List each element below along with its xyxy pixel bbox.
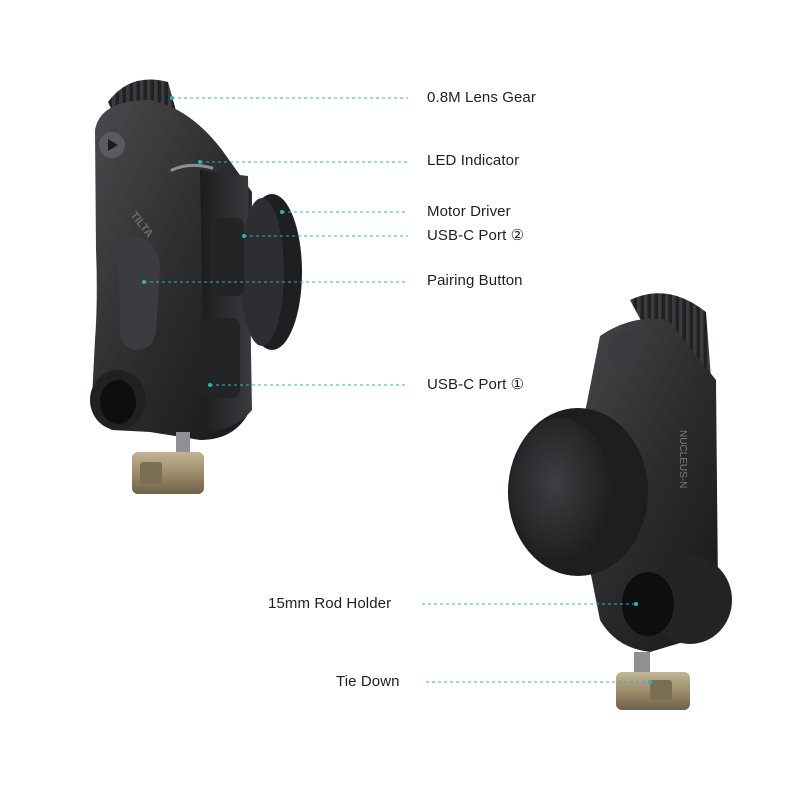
leader-lines (144, 97, 650, 683)
label-lens-gear: 0.8M Lens Gear (427, 89, 536, 106)
label-usb-c-port-1: USB-C Port ① (427, 376, 525, 393)
leader-dots (142, 96, 652, 684)
usb-c-port-2-door (210, 218, 244, 296)
model-marking: NUCLEUS-N (677, 430, 688, 488)
label-pairing-button: Pairing Button (427, 272, 523, 289)
rear-motor-cap (510, 418, 610, 562)
motor-rear-view: NUCLEUS-N (508, 293, 732, 710)
motor-front-view: TILTA (90, 79, 302, 494)
usb-c-port-1-door (200, 318, 240, 398)
label-usb-c-port-2: USB-C Port ② (427, 227, 525, 244)
label-rod-holder: 15mm Rod Holder (268, 595, 392, 612)
pairing-button (117, 236, 160, 350)
led-indicator-strip (170, 163, 214, 172)
label-motor-driver: Motor Driver (427, 203, 511, 220)
label-tie-down: Tie Down (336, 673, 400, 690)
label-led-indicator: LED Indicator (427, 152, 520, 169)
